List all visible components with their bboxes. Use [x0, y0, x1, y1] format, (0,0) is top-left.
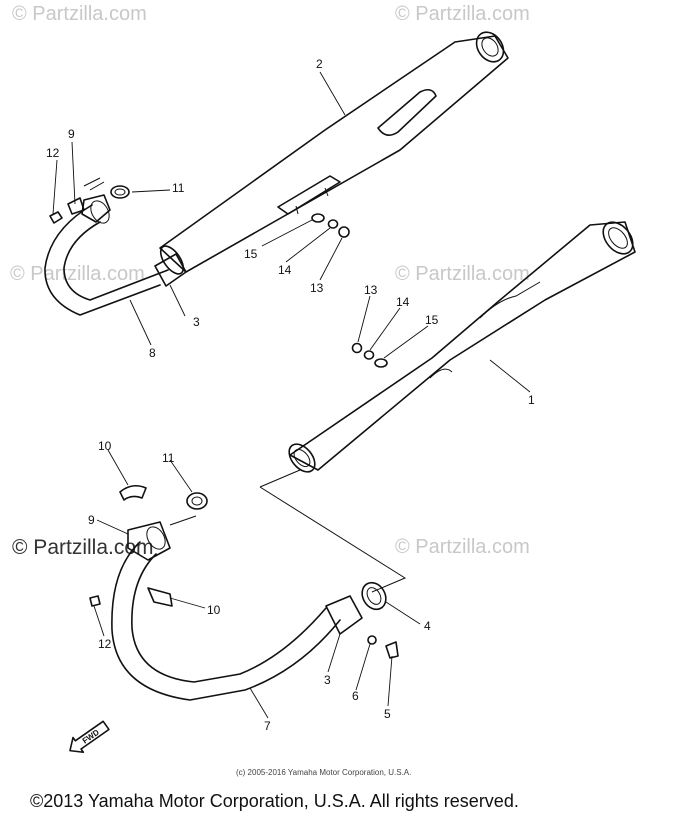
callout-12-lower: 12	[98, 637, 112, 651]
callout-7: 7	[264, 719, 271, 733]
callout-12-upper: 12	[46, 146, 60, 160]
callout-1: 1	[528, 393, 535, 407]
upper-exhaust-pipe	[44, 194, 187, 316]
watermark-mid-left: © Partzilla.com	[10, 263, 145, 285]
callout-14-right: 14	[396, 295, 410, 309]
flange-part-9-lower	[127, 521, 171, 561]
callout-2: 2	[316, 57, 323, 71]
callout-5: 5	[384, 707, 391, 721]
callout-13-left: 13	[310, 281, 324, 295]
clamp-half-part-10-upper	[119, 484, 147, 501]
callout-13-right: 13	[364, 283, 378, 297]
lower-exhaust-pipe	[111, 541, 399, 701]
callout-8: 8	[149, 346, 156, 360]
small-copyright: (c) 2005-2016 Yamaha Motor Corporation, …	[236, 768, 411, 777]
gasket-part-11-lower	[186, 492, 208, 510]
washer-set-right	[351, 342, 388, 368]
watermark-prominent: © Partzilla.com	[12, 536, 154, 559]
watermark-mid-right: © Partzilla.com	[395, 263, 530, 285]
callouts: 2 9 12 11 15 14 13 3 8 13 14 15 1 10 11 …	[46, 57, 535, 733]
nut-part-12-upper	[49, 211, 63, 224]
washer-set-left	[311, 213, 350, 238]
clamp-half-part-10-lower	[147, 587, 173, 607]
fwd-arrow: FWD	[69, 720, 110, 754]
lower-muffler	[288, 221, 636, 473]
callout-11-lower: 11	[162, 451, 175, 465]
upper-muffler	[159, 31, 509, 275]
callout-4: 4	[424, 619, 431, 633]
watermark-lower-right: © Partzilla.com	[395, 536, 530, 558]
callout-11-upper: 11	[172, 181, 185, 195]
gasket-part-11-upper	[110, 185, 130, 199]
lower-flange-parts	[89, 484, 208, 607]
footer-copyright: ©2013 Yamaha Motor Corporation, U.S.A. A…	[30, 791, 519, 811]
watermark-top-left: © Partzilla.com	[12, 3, 147, 25]
callout-14-left: 14	[278, 263, 292, 277]
assembly-line	[259, 469, 407, 593]
callout-15-right: 15	[425, 313, 439, 327]
callout-9-upper: 9	[68, 127, 75, 141]
nut-part-12-lower	[89, 595, 101, 607]
callout-9-lower: 9	[88, 513, 95, 527]
callout-10-upper: 10	[98, 439, 112, 453]
callout-10-lower: 10	[207, 603, 221, 617]
leader-lines	[52, 71, 531, 719]
upper-flange-parts	[49, 177, 130, 224]
callout-6: 6	[352, 689, 359, 703]
callout-15-left: 15	[244, 247, 258, 261]
callout-3-upper: 3	[193, 315, 200, 329]
flange-part-9-upper	[67, 197, 85, 215]
callout-3-lower: 3	[324, 673, 331, 687]
watermark-top-right: © Partzilla.com	[395, 3, 530, 25]
